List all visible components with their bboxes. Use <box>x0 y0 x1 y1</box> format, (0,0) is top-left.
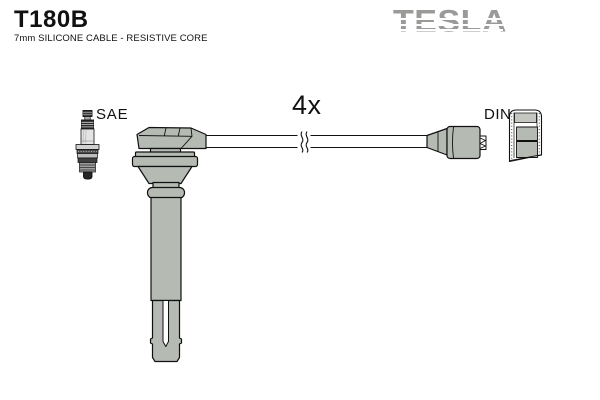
din-label: DIN <box>484 106 512 123</box>
logo-stripe <box>393 23 503 26</box>
tesla-logo-text: TESLA <box>393 4 507 39</box>
product-code: T180B <box>14 6 89 33</box>
din-cap-drawing <box>508 109 543 163</box>
logo-stripe <box>393 18 503 21</box>
tesla-logo: TESLA <box>393 4 506 44</box>
sae-label: SAE <box>96 106 129 123</box>
spark-plug-drawing <box>75 110 100 180</box>
quantity-label: 4x <box>292 90 322 120</box>
din-plug-drawing <box>426 125 487 160</box>
cable-break-gap <box>297 133 311 150</box>
spark-cable-drawing <box>206 131 427 153</box>
cable-break-icon <box>300 131 309 153</box>
logo-stripe <box>393 29 503 32</box>
coil-boot-drawing <box>131 126 207 363</box>
product-subtitle: 7mm SILICONE CABLE - RESISTIVE CORE <box>14 33 208 44</box>
